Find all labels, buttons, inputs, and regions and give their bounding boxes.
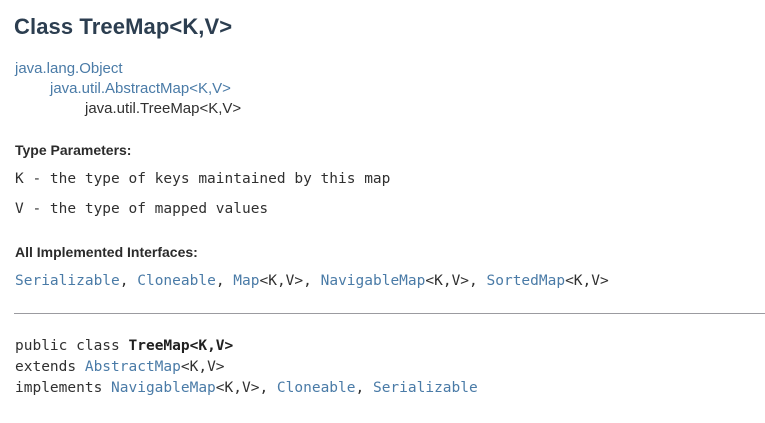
interface-separator: , [119, 272, 138, 289]
interface-generics-sortedmap: <K,V> [565, 272, 609, 289]
inheritance-item-abstractmap[interactable]: java.util.AbstractMap<K,V> [50, 79, 231, 97]
interface-link-cloneable[interactable]: Cloneable [137, 272, 216, 289]
implemented-interfaces-heading: All Implemented Interfaces: [15, 243, 198, 260]
implements-type-generics-navigablemap: <K,V> [215, 379, 260, 396]
inheritance-item-object[interactable]: java.lang.Object [15, 59, 123, 77]
declaration-line-extends: extends AbstractMap<K,V> [15, 357, 765, 378]
implemented-interfaces-list: Serializable, Cloneable, Map<K,V>, Navig… [0, 261, 765, 291]
section-divider [14, 312, 765, 314]
extends-type-generics: <K,V> [180, 358, 225, 375]
extends-keyword: extends [15, 358, 85, 375]
inheritance-item-treemap: java.util.TreeMap<K,V> [85, 99, 242, 117]
implements-separator: , [259, 379, 277, 396]
type-parameter-v: V - the type of mapped values [15, 200, 269, 217]
javadoc-page: Class TreeMap<K,V> java.lang.Object java… [0, 14, 765, 399]
type-parameter-k: K - the type of keys maintained by this … [15, 170, 391, 187]
interface-separator: , [303, 272, 321, 289]
declaration-class-name: TreeMap<K,V> [128, 337, 234, 354]
interface-link-map[interactable]: Map [233, 272, 260, 289]
interface-link-navigablemap[interactable]: NavigableMap [320, 272, 426, 289]
interface-separator: , [469, 272, 487, 289]
implements-type-link-cloneable[interactable]: Cloneable [276, 379, 356, 396]
interface-separator: , [215, 272, 234, 289]
interface-generics-navigablemap: <K,V> [425, 272, 470, 289]
interface-link-sortedmap[interactable]: SortedMap [486, 272, 566, 289]
interface-generics-map: <K,V> [259, 272, 304, 289]
class-declaration: public class TreeMap<K,V> extends Abstra… [0, 314, 765, 399]
declaration-modifiers: public class [15, 337, 129, 354]
declaration-line-class: public class TreeMap<K,V> [15, 336, 765, 357]
inheritance-tree: java.lang.Object java.util.AbstractMap<K… [0, 42, 765, 119]
page-title: Class TreeMap<K,V> [14, 14, 233, 39]
implements-type-link-serializable[interactable]: Serializable [372, 379, 478, 396]
implements-separator: , [355, 379, 373, 396]
declaration-line-implements: implements NavigableMap<K,V>, Cloneable,… [15, 378, 765, 399]
interface-link-serializable[interactable]: Serializable [15, 272, 120, 289]
extends-type-link-abstractmap[interactable]: AbstractMap [84, 358, 181, 375]
type-parameters-heading: Type Parameters: [15, 141, 132, 158]
implements-type-link-navigablemap[interactable]: NavigableMap [111, 379, 216, 396]
implements-keyword: implements [15, 379, 112, 396]
